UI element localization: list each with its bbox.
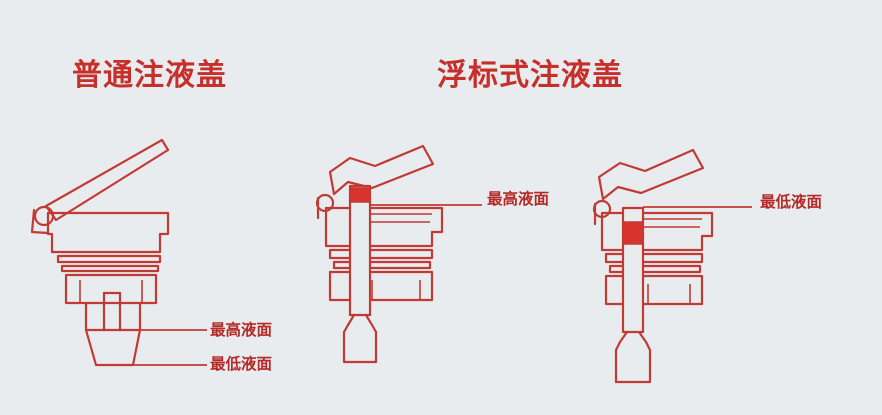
float-cap-min-illustration (592, 148, 752, 384)
float-indicator-min (622, 221, 644, 245)
left-max-level-label: 最高液面 (210, 321, 273, 339)
float-cap-max-illustration (315, 144, 482, 364)
float-max-level-label: 最高液面 (487, 190, 550, 208)
left-panel-title: 普通注液盖 (72, 58, 227, 93)
left-min-level-label: 最低液面 (210, 355, 273, 373)
right-panel-title: 浮标式注液盖 (437, 58, 623, 93)
float-indicator-max (349, 187, 371, 203)
ordinary-cap-illustration (30, 138, 207, 367)
float-min-level-label: 最低液面 (760, 193, 823, 211)
